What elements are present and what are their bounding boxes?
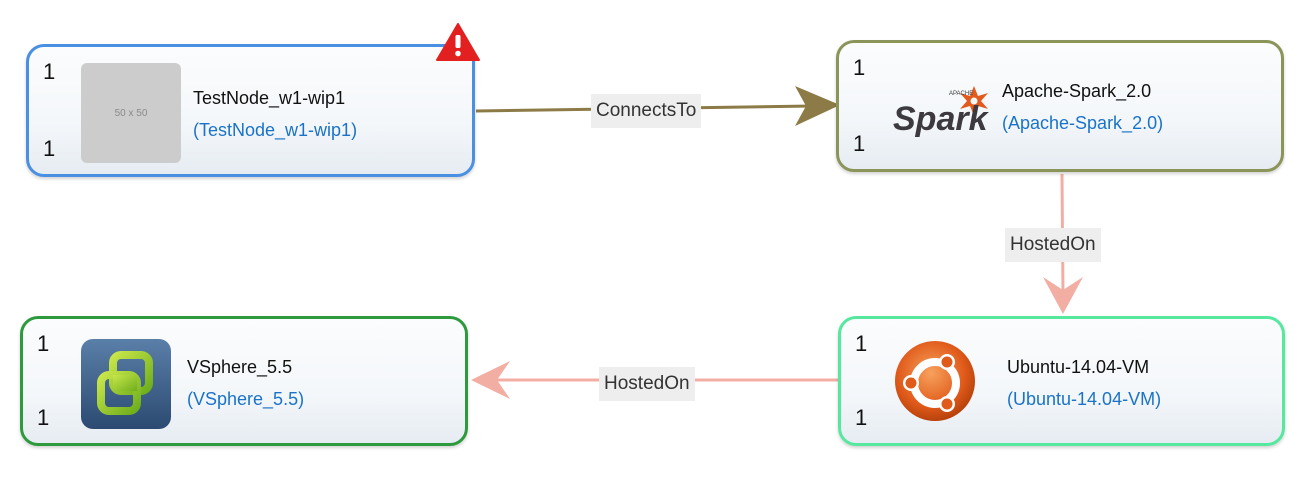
- vsphere-logo-icon: [80, 338, 172, 430]
- spark-logo-icon: APACHE Spark: [891, 81, 1001, 138]
- edge-ubuntu-hosted-on-arrowhead: [471, 361, 510, 399]
- edge-spark-hosted-on-arrowhead: [1043, 277, 1083, 314]
- node-count-top: 1: [853, 55, 866, 80]
- node-count-bottom: 1: [853, 131, 866, 156]
- node-name: Apache-Spark_2.0: [1002, 81, 1152, 101]
- spark-logo-text: Spark: [893, 100, 990, 137]
- node-count-bottom: 1: [37, 405, 50, 430]
- placeholder-image-icon: 50 x 50: [81, 63, 181, 163]
- node-testnode[interactable]: 1 1 50 x 50 TestNode_w1-wip1 (TestNode_w…: [26, 44, 475, 177]
- node-vsphere[interactable]: 1 1 VSphere_5.5: [20, 316, 468, 446]
- node-type: (TestNode_w1-wip1): [193, 120, 358, 140]
- edge-label-ubuntu-hosted-on[interactable]: HostedOn: [599, 367, 695, 401]
- node-apache-spark[interactable]: 1 1 APACHE Spark Apache-Spark_2.0 (Apach…: [836, 40, 1284, 172]
- spark-logo-small-text: APACHE: [949, 91, 973, 97]
- node-name: Ubuntu-14.04-VM: [1007, 357, 1150, 377]
- node-type: (Apache-Spark_2.0): [1002, 113, 1164, 133]
- node-type: (VSphere_5.5): [187, 389, 305, 409]
- node-name: TestNode_w1-wip1: [193, 88, 346, 108]
- edge-connects-to-arrowhead: [795, 86, 840, 126]
- node-count-bottom: 1: [855, 405, 868, 430]
- node-count-top: 1: [43, 59, 56, 84]
- node-type: (Ubuntu-14.04-VM): [1007, 389, 1162, 409]
- edge-label-spark-hosted-on[interactable]: HostedOn: [1005, 228, 1101, 262]
- warning-icon[interactable]: [435, 22, 481, 62]
- edge-label-connects-to[interactable]: ConnectsTo: [591, 94, 702, 128]
- ubuntu-logo-icon: [893, 339, 977, 423]
- node-ubuntu[interactable]: 1 1 Ubuntu-14.04-: [838, 316, 1285, 446]
- node-count-bottom: 1: [43, 136, 56, 161]
- node-count-top: 1: [855, 331, 868, 356]
- node-count-top: 1: [37, 331, 50, 356]
- placeholder-size-text: 50 x 50: [114, 107, 148, 119]
- node-name: VSphere_5.5: [187, 357, 293, 377]
